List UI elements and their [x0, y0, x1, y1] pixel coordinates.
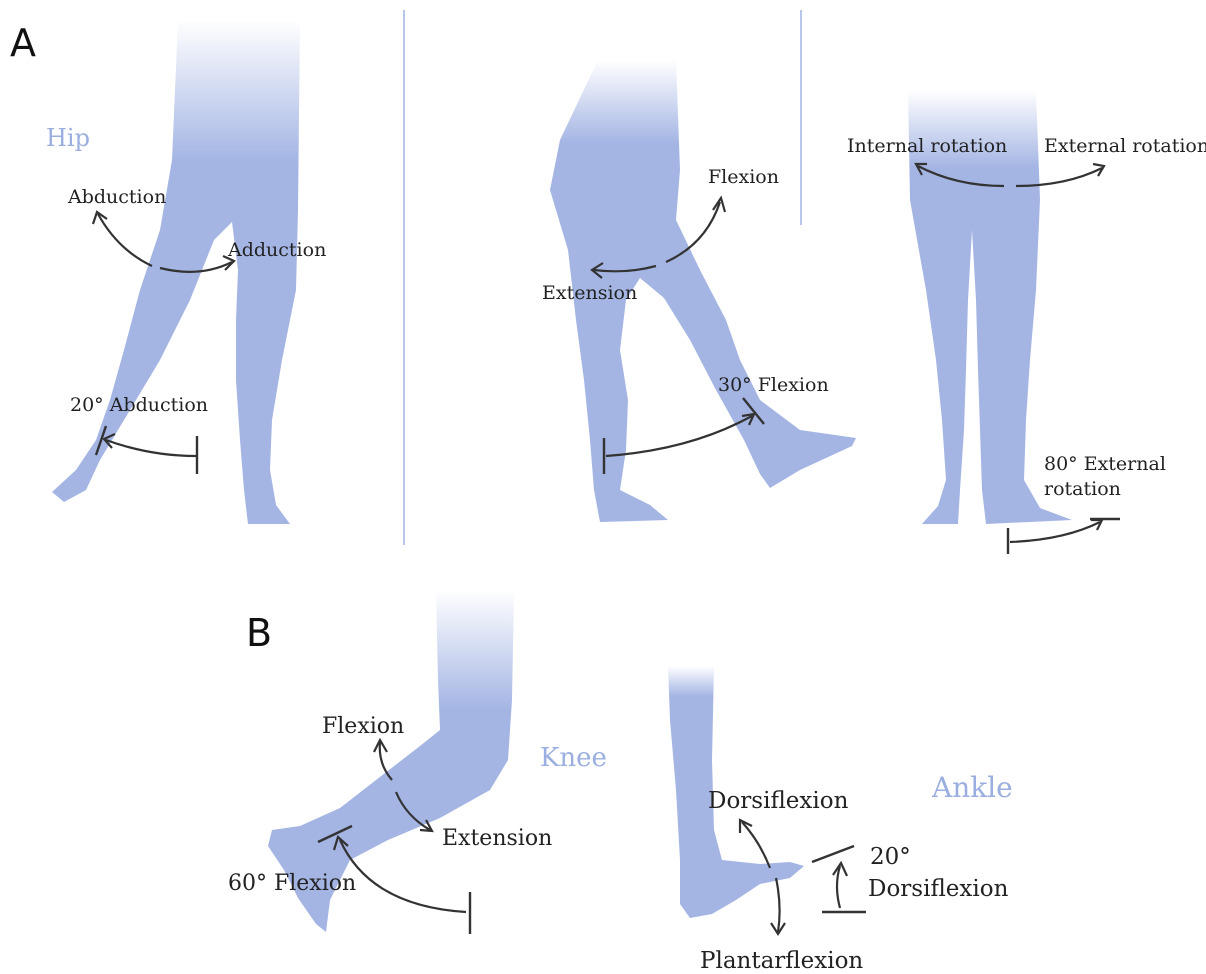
panel-b-letter: B [246, 611, 272, 655]
panel-a-letter: A [10, 21, 36, 65]
external-rotation-80-line1: 80° External [1044, 453, 1166, 475]
flexion-30-label: 30° Flexion [718, 374, 829, 396]
plantarflexion-label: Plantarflexion [700, 948, 863, 974]
dorsiflexion-20-line2: Dorsiflexion [868, 876, 1009, 902]
knee-flexion-60-label: 60° Flexion [228, 871, 356, 896]
ankle-label: Ankle [931, 771, 1013, 804]
dorsiflexion-20-line1: 20° [870, 844, 911, 870]
dorsiflexion-label: Dorsiflexion [708, 788, 849, 814]
flexion-label: Flexion [708, 166, 779, 188]
internal-rotation-label: Internal rotation [847, 135, 1007, 157]
knee-extension-label: Extension [442, 826, 552, 851]
knee-flexion-label: Flexion [322, 714, 404, 739]
abduction-20-label: 20° Abduction [70, 394, 208, 416]
dorsiflexion-20-angle [812, 846, 866, 912]
adduction-label: Adduction [227, 239, 326, 261]
extension-label: Extension [542, 282, 637, 304]
external-rotation-label: External rotation [1044, 135, 1206, 157]
knee-label: Knee [540, 743, 607, 773]
abduction-label: Abduction [67, 186, 166, 208]
hip-label: Hip [46, 124, 90, 152]
external-rotation-80-angle [1008, 519, 1120, 554]
external-rotation-80-line2: rotation [1044, 478, 1121, 500]
